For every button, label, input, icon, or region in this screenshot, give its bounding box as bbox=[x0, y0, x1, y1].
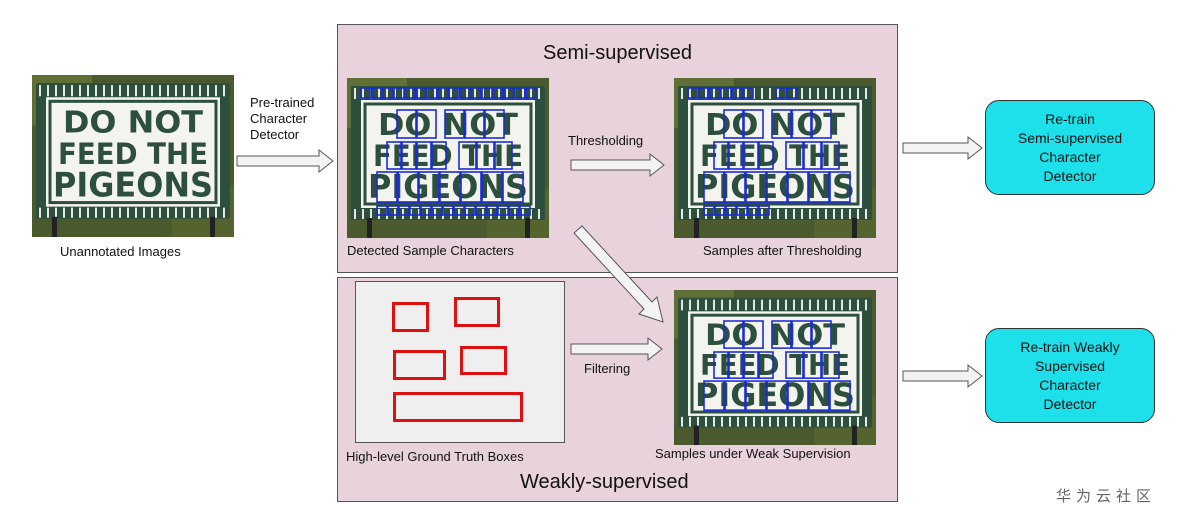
svg-text:DO NOT: DO NOT bbox=[378, 108, 519, 143]
arrow-thresholding bbox=[570, 152, 665, 178]
svg-text:FEED THE: FEED THE bbox=[700, 349, 850, 382]
weakly-supervised-title: Weakly-supervised bbox=[520, 471, 689, 493]
svg-text:FEED THE: FEED THE bbox=[373, 139, 523, 173]
unannotated-images-caption: Unannotated Images bbox=[60, 244, 181, 259]
ground-truth-box bbox=[393, 350, 446, 380]
arrow-to-retrain-weak bbox=[902, 363, 983, 389]
pretrained-detector-label: Pre-trained Character Detector bbox=[250, 95, 315, 142]
svg-text:PIGEONS: PIGEONS bbox=[368, 167, 528, 206]
ground-truth-box bbox=[393, 392, 523, 422]
detected-characters-caption: Detected Sample Characters bbox=[347, 243, 514, 258]
ground-truth-panel bbox=[355, 281, 565, 443]
svg-text:PIGEONS: PIGEONS bbox=[53, 165, 213, 204]
filtering-label: Filtering bbox=[584, 361, 631, 376]
arrow-to-retrain-semi bbox=[902, 135, 983, 161]
arrow-filtering bbox=[570, 336, 663, 362]
ground-truth-box bbox=[392, 302, 429, 332]
svg-text:PIGEONS: PIGEONS bbox=[695, 167, 855, 206]
arrow-diagonal-to-weak bbox=[573, 225, 664, 323]
thresholding-label: Thresholding bbox=[568, 133, 644, 148]
svg-text:FEED THE: FEED THE bbox=[58, 137, 208, 171]
ground-truth-caption: High-level Ground Truth Boxes bbox=[346, 449, 524, 464]
retrain-weakly-supervised-box: Re-train Weakly Supervised Character Det… bbox=[985, 328, 1155, 423]
semi-supervised-title: Semi-supervised bbox=[543, 42, 692, 64]
svg-text:PIGEONS: PIGEONS bbox=[695, 377, 855, 414]
svg-text:DO NOT: DO NOT bbox=[63, 106, 203, 141]
retrain-semi-supervised-box: Re-train Semi-supervised Character Detec… bbox=[985, 100, 1155, 195]
arrow-to-detection bbox=[236, 148, 334, 174]
svg-text:FEED THE: FEED THE bbox=[700, 139, 850, 173]
svg-text:DO NOT: DO NOT bbox=[705, 108, 846, 143]
weak-supervision-caption: Samples under Weak Supervision bbox=[655, 446, 851, 461]
ground-truth-box bbox=[460, 346, 507, 375]
ground-truth-box bbox=[454, 297, 500, 327]
thresholded-samples-caption: Samples after Thresholding bbox=[703, 243, 862, 258]
svg-text:DO NOT: DO NOT bbox=[705, 319, 845, 352]
watermark-text: 华为云社区 bbox=[1056, 487, 1157, 505]
